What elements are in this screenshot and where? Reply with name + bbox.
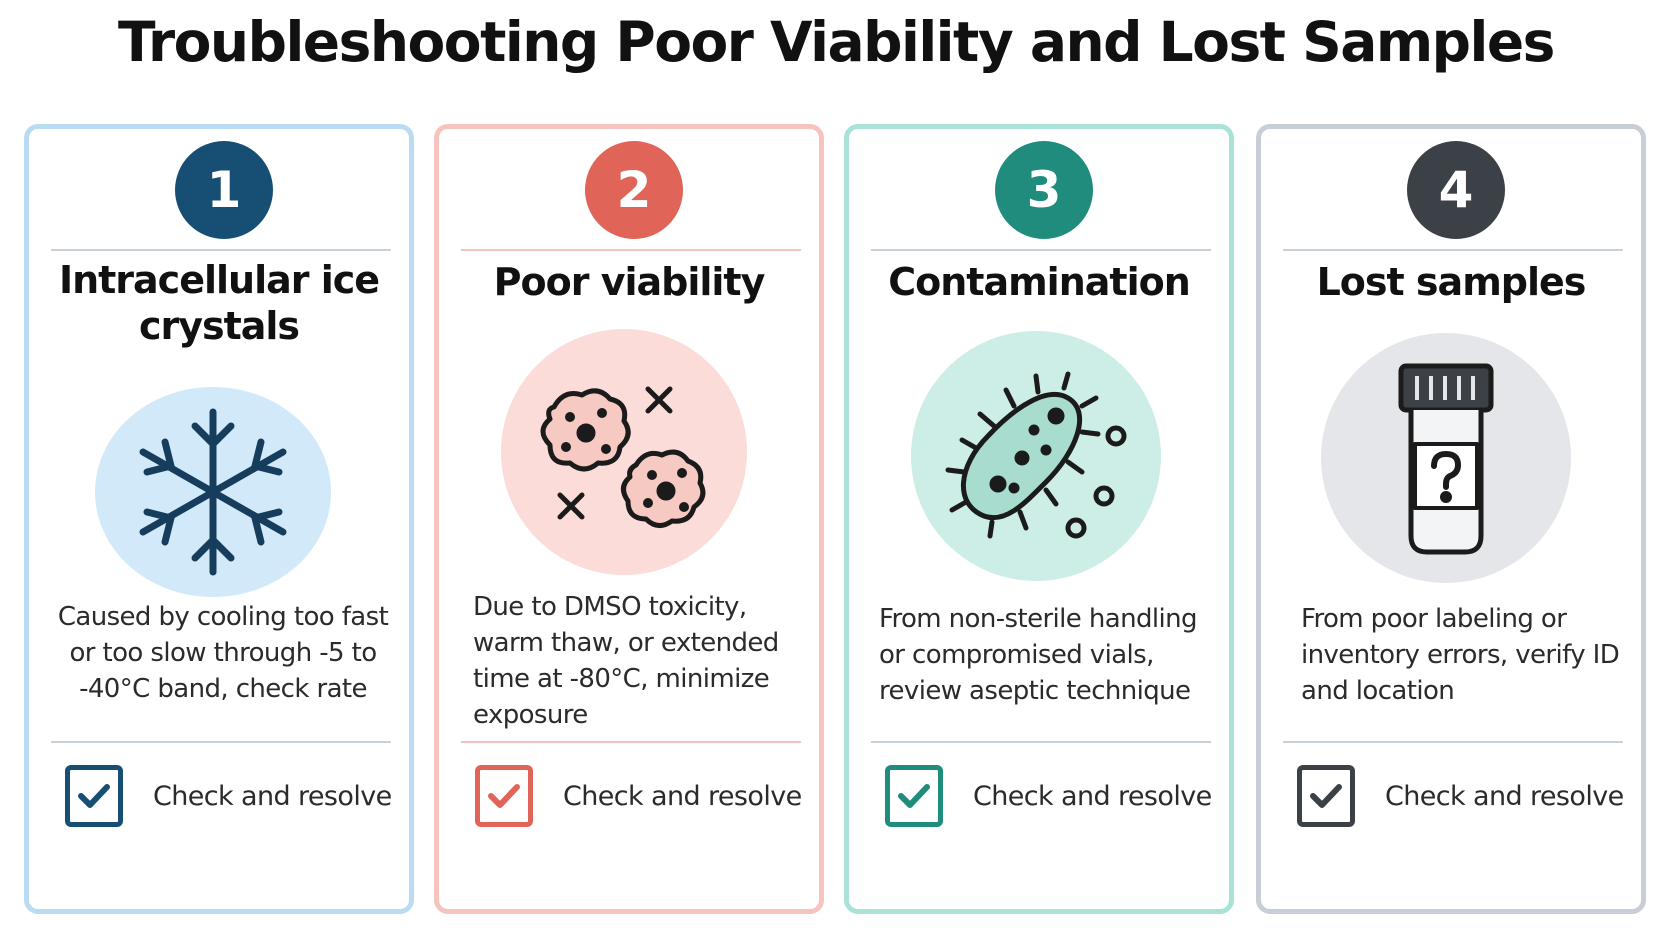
illustration-circle <box>95 387 331 597</box>
unknown-vial-icon <box>1398 363 1494 555</box>
bacteria-icon <box>945 371 1127 539</box>
illustration-circle <box>501 329 747 575</box>
checkmark-icon <box>898 784 930 808</box>
check-and-resolve-action[interactable]: Check and resolve <box>475 765 802 827</box>
illustration-circle <box>911 331 1161 581</box>
card-heading: Intracellular ice crystals <box>58 258 380 348</box>
dead-cells-icon <box>540 386 706 528</box>
checkbox[interactable] <box>475 765 533 827</box>
check-and-resolve-action[interactable]: Check and resolve <box>65 765 392 827</box>
illustration-circle <box>1321 333 1571 583</box>
card-heading: Lost samples <box>1316 260 1587 304</box>
action-label: Check and resolve <box>973 780 1212 812</box>
card-heading: Contamination <box>888 260 1191 304</box>
card-ice-crystals: 1 Intracellular ice crystals Caused by c… <box>24 124 414 914</box>
step-number-badge: 1 <box>175 141 273 239</box>
checkmark-icon <box>1310 784 1342 808</box>
card-contamination: 3 Contamination From non-sterile handlin… <box>844 124 1234 914</box>
divider <box>51 249 391 251</box>
action-label: Check and resolve <box>1385 780 1624 812</box>
checkbox[interactable] <box>1297 765 1355 827</box>
divider <box>871 249 1211 251</box>
step-number-badge: 2 <box>585 141 683 239</box>
card-heading: Poor viability <box>493 260 766 304</box>
check-and-resolve-action[interactable]: Check and resolve <box>885 765 1212 827</box>
divider <box>461 249 801 251</box>
card-description: From non-sterile handling or compromised… <box>879 604 1197 706</box>
checkbox[interactable] <box>885 765 943 827</box>
action-label: Check and resolve <box>563 780 802 812</box>
checkmark-icon <box>78 784 110 808</box>
card-description: Due to DMSO toxicity, warm thaw, or exte… <box>473 592 779 730</box>
card-description: Caused by cooling too fast or too slow t… <box>57 602 389 704</box>
action-label: Check and resolve <box>153 780 392 812</box>
divider <box>461 741 801 743</box>
divider <box>871 741 1211 743</box>
card-description: From poor labeling or inventory errors, … <box>1301 604 1620 706</box>
card-lost-samples: 4 Lost samples From poor labeling or inv… <box>1256 124 1646 914</box>
step-number-badge: 4 <box>1407 141 1505 239</box>
snowflake-icon <box>139 408 287 576</box>
divider <box>51 741 391 743</box>
page-title: Troubleshooting Poor Viability and Lost … <box>118 10 1555 74</box>
card-poor-viability: 2 Poor viability Due to DMSO toxicity, w… <box>434 124 824 914</box>
step-number-badge: 3 <box>995 141 1093 239</box>
checkmark-icon <box>488 784 520 808</box>
check-and-resolve-action[interactable]: Check and resolve <box>1297 765 1624 827</box>
divider <box>1283 741 1623 743</box>
divider <box>1283 249 1623 251</box>
checkbox[interactable] <box>65 765 123 827</box>
